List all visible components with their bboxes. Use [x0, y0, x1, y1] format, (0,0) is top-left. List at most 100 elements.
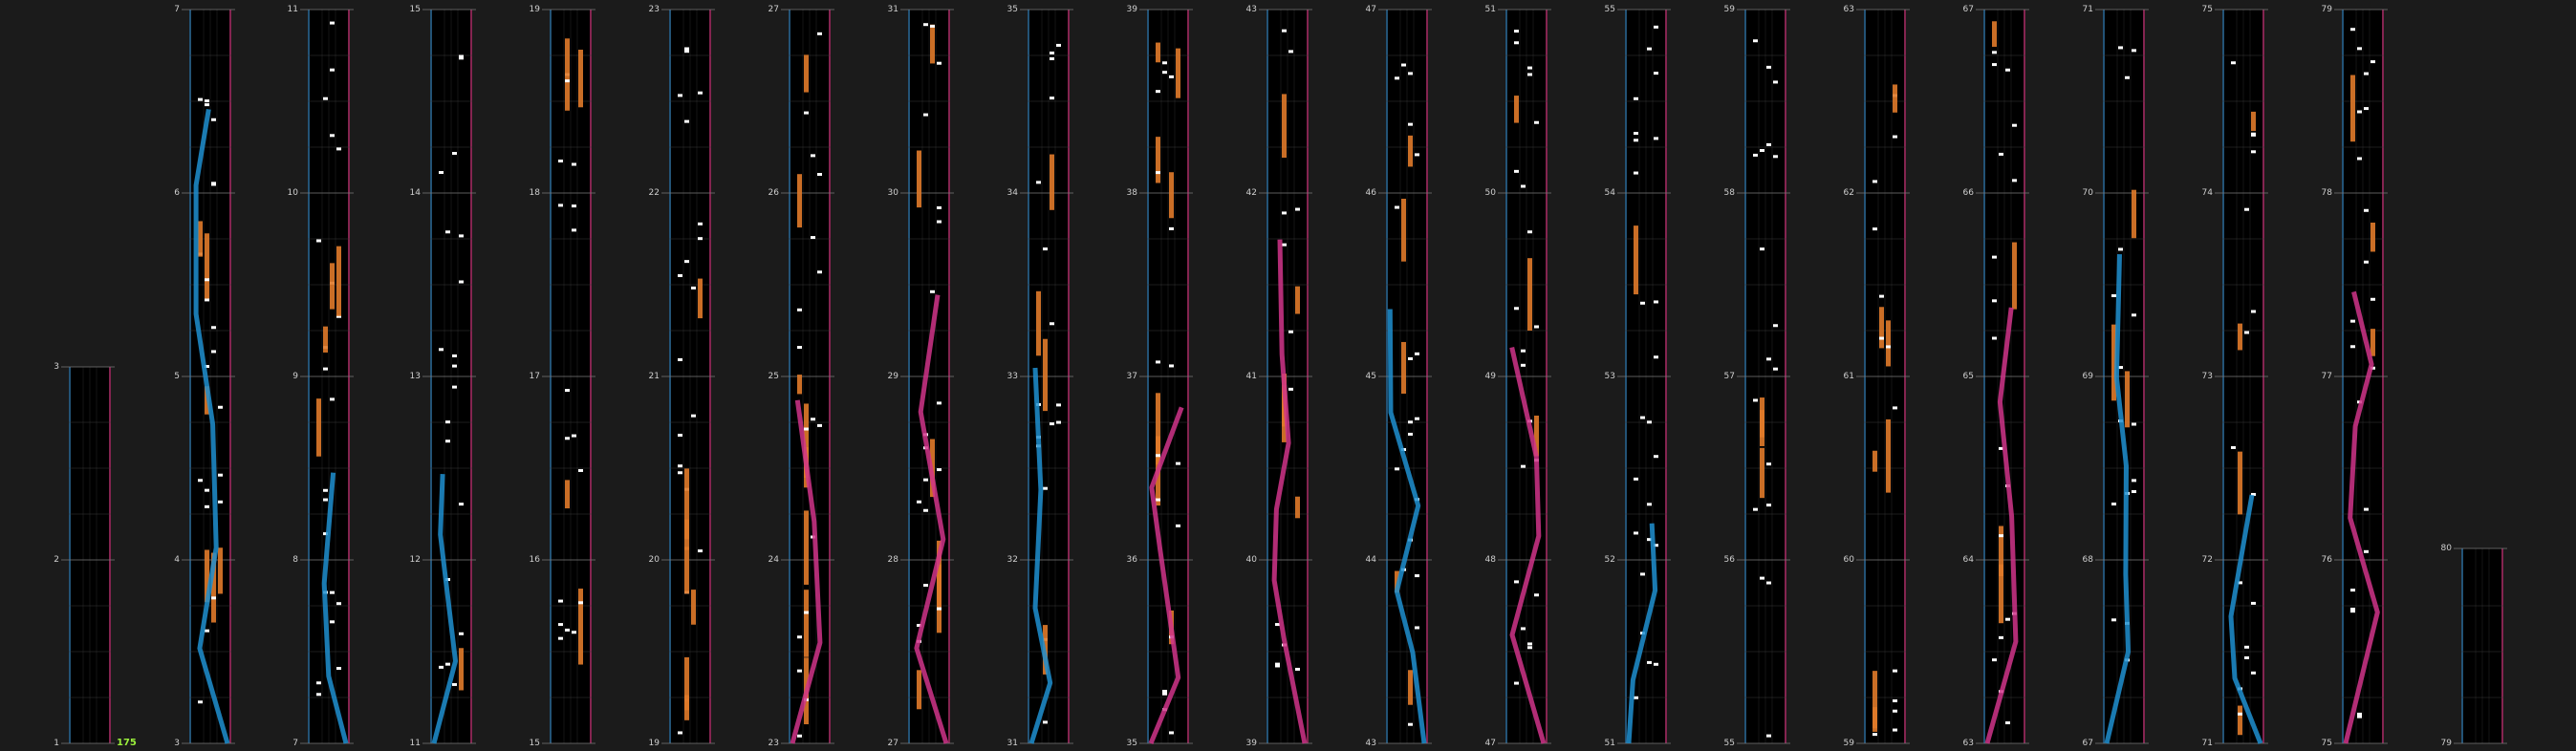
long-note [2132, 189, 2136, 239]
note [1654, 455, 1658, 459]
note [316, 239, 321, 243]
note [2370, 60, 2375, 64]
note [1893, 406, 1897, 410]
note [817, 270, 822, 274]
note [330, 134, 335, 138]
note [1893, 669, 1897, 673]
measure-number: 38 [1127, 188, 1138, 198]
note [1514, 41, 1519, 45]
note [2364, 260, 2369, 264]
laser [1148, 406, 1184, 744]
note [2251, 132, 2256, 136]
note [1408, 72, 1413, 75]
long-note [1886, 418, 1891, 493]
measure-number: 76 [2322, 555, 2333, 565]
measure-number: 68 [2083, 555, 2094, 565]
note [205, 278, 209, 282]
long-note [205, 233, 209, 299]
measure-number: 1 [54, 739, 59, 748]
note [445, 420, 450, 424]
long-note [1634, 225, 1638, 295]
measure-number: 49 [1485, 372, 1497, 381]
note [1766, 65, 1771, 69]
note [1992, 336, 1997, 340]
note [2231, 445, 2236, 449]
note [205, 103, 209, 107]
note [336, 602, 341, 606]
long-note [1043, 338, 1048, 412]
note [797, 734, 802, 738]
note [2111, 618, 2116, 622]
note [2370, 297, 2375, 301]
note [330, 68, 335, 72]
note [218, 473, 223, 477]
note [1647, 538, 1652, 542]
note [923, 584, 928, 588]
note [1527, 230, 1532, 234]
note [1275, 623, 1280, 627]
measure-number: 79 [2322, 5, 2333, 14]
note [459, 234, 464, 238]
note [1275, 662, 1280, 666]
note [565, 437, 570, 440]
long-note [323, 326, 328, 353]
measure-number: 23 [768, 739, 779, 748]
note [452, 152, 457, 156]
measure-number: 39 [1127, 5, 1138, 14]
long-note [804, 54, 809, 93]
note [316, 693, 321, 697]
note [1521, 349, 1526, 353]
note [205, 504, 209, 508]
long-note [2111, 324, 2116, 401]
measure-number: 71 [2202, 739, 2213, 748]
measure-number: 5 [174, 372, 180, 381]
measure-number: 70 [2083, 188, 2094, 198]
measure-number: 11 [410, 739, 421, 748]
laser [914, 294, 949, 744]
laser [2228, 494, 2263, 744]
note [1408, 356, 1413, 360]
long-note [2238, 451, 2242, 515]
measure-number: 3 [174, 739, 180, 748]
note [218, 405, 223, 409]
note [1408, 420, 1413, 424]
note [1050, 57, 1054, 61]
measure-number: 22 [649, 188, 660, 198]
note [1879, 294, 1884, 298]
long-note [804, 590, 809, 657]
note [2364, 208, 2369, 212]
long-note [1036, 290, 1041, 356]
long-note [1156, 137, 1160, 183]
note [572, 228, 576, 232]
measure-number: 64 [1963, 555, 1975, 565]
note [684, 260, 689, 264]
note [1534, 325, 1539, 329]
note [211, 118, 216, 121]
long-note [917, 670, 921, 710]
long-note [684, 468, 689, 540]
note [1408, 432, 1413, 436]
note [797, 308, 802, 311]
note [2005, 721, 2010, 725]
measure-number: 8 [292, 555, 298, 565]
note [1766, 357, 1771, 361]
laser [2104, 254, 2131, 744]
measure-number: 73 [2202, 372, 2213, 381]
note [1514, 169, 1519, 173]
measure-number: 61 [1844, 372, 1854, 381]
note [923, 23, 928, 27]
measure-number: 31 [888, 5, 898, 14]
measure-number: 9 [292, 372, 298, 381]
note [1766, 142, 1771, 146]
note [937, 401, 942, 405]
measure-number: 78 [2322, 188, 2333, 198]
note [817, 423, 822, 427]
note [2350, 610, 2355, 613]
note [2132, 422, 2136, 426]
long-note [1169, 172, 1174, 219]
note [578, 468, 583, 472]
